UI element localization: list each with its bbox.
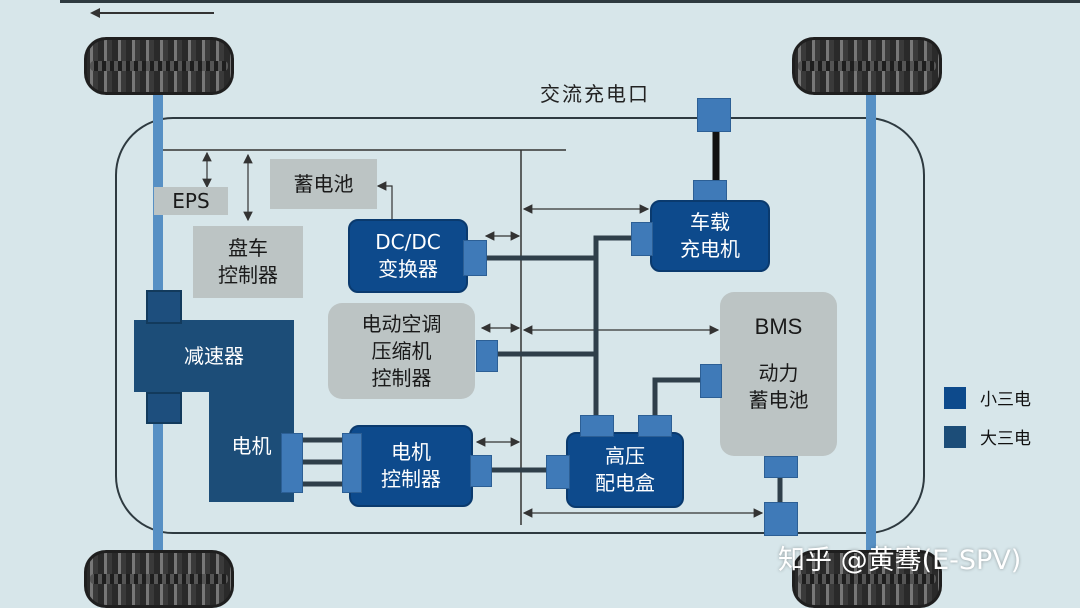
- reducer-box: 减速器: [134, 320, 294, 392]
- tire-front-right: [792, 37, 942, 95]
- pdu-top-connector-2: [638, 415, 672, 437]
- reducer-bottom-connector: [146, 392, 182, 424]
- legend-item-small: 小三电: [944, 385, 1031, 410]
- legend-swatch-small: [944, 386, 966, 409]
- motor-box: 电机: [209, 390, 294, 502]
- vehicle-outline: [115, 117, 925, 534]
- legend-label-small: 小三电: [980, 390, 1031, 410]
- high-voltage-distribution-box: 高压 配电盒: [566, 432, 684, 508]
- obc-left-connector: [631, 222, 653, 256]
- power-battery-label: 动力 蓄电池: [748, 361, 809, 412]
- eps-box: EPS: [154, 187, 228, 215]
- dcdc-connector: [463, 240, 487, 276]
- ac-charge-port-label: 交流充电口: [540, 82, 650, 106]
- ac-charge-port-connector: [697, 98, 731, 132]
- top-frame-line: [60, 0, 1080, 3]
- motor-connector: [281, 433, 303, 493]
- dcdc-converter-box: DC/DC 变换器: [348, 219, 468, 293]
- tire-rear-left: [84, 550, 234, 608]
- rear-axle: [866, 60, 876, 550]
- bms-label: BMS: [754, 314, 803, 339]
- tire-rear-right: [792, 550, 942, 608]
- power-battery-box: BMS 动力 蓄电池: [720, 292, 837, 456]
- ac-compressor-controller-box: 电动空调 压缩机 控制器: [328, 303, 475, 399]
- motor-controller-right-connector: [470, 455, 492, 487]
- reducer-top-connector: [146, 290, 182, 324]
- direction-arrow-icon: [90, 8, 214, 18]
- motor-controller-box: 电机 控制器: [349, 425, 473, 507]
- ac-compressor-connector: [476, 340, 498, 372]
- pdu-left-connector: [546, 455, 570, 489]
- battery-bottom-connector: [764, 456, 798, 478]
- legend-item-large: 大三电: [944, 424, 1031, 449]
- pdu-top-connector-1: [580, 415, 614, 437]
- legend-label-large: 大三电: [980, 429, 1031, 449]
- legend: 小三电 大三电: [944, 385, 1031, 449]
- battery-lower-connector: [764, 502, 798, 536]
- legend-swatch-large: [944, 425, 966, 448]
- tire-front-left: [84, 37, 234, 95]
- battery-left-connector: [700, 364, 722, 398]
- motor-controller-left-connector: [342, 433, 362, 493]
- auxiliary-battery-box: 蓄电池: [270, 159, 377, 209]
- onboard-charger-box: 车载 充电机: [650, 200, 770, 272]
- watermark: 知乎 @黄骞(E-SPV): [778, 545, 1022, 576]
- brake-controller-box: 盘车 控制器: [193, 226, 303, 298]
